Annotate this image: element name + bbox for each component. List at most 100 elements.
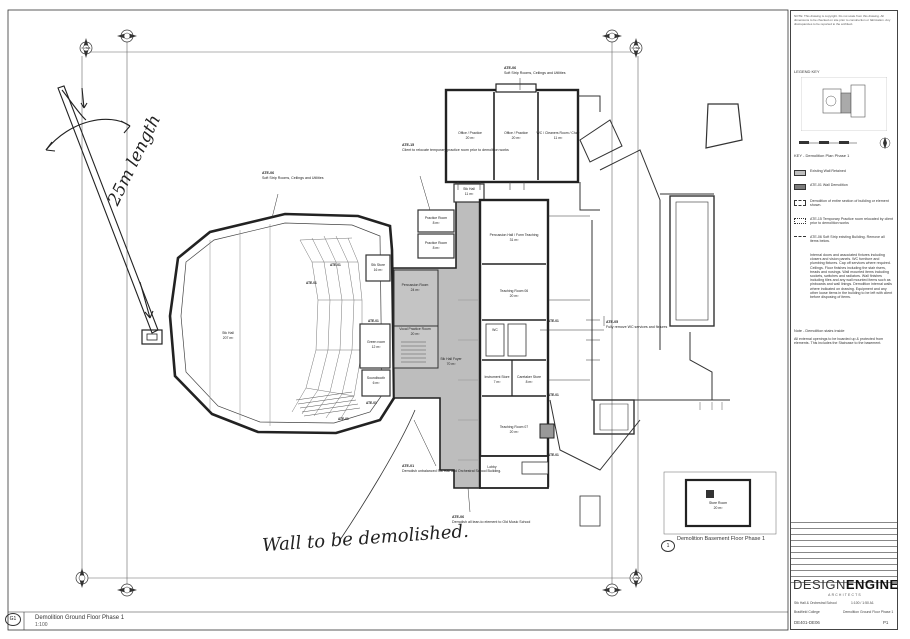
- room-area: 11 m²: [554, 136, 563, 140]
- key-title: KEY - Demolition Plan Phase 1: [794, 153, 850, 158]
- note-label: Note - Demolition stairs inside: [794, 329, 845, 333]
- main-drawing-scale: 1:100: [35, 622, 48, 628]
- basement-inset: [663, 471, 777, 535]
- legend-item: Existing Wall Retained: [794, 169, 894, 183]
- scale-bar-and-north: [799, 137, 891, 149]
- room-label: Practice Room: [425, 241, 447, 245]
- leader-lines: [271, 78, 605, 541]
- legend-item: Demolition of entire section of building…: [794, 199, 894, 213]
- room-label: Lobby: [487, 465, 497, 469]
- grid-bubble-right-top: [629, 38, 643, 58]
- sheet-border: [7, 9, 789, 631]
- callout-code: ATE-15: [402, 143, 414, 147]
- room-label: Teaching Room 07: [500, 425, 528, 429]
- room-area: 12 m²: [372, 345, 382, 349]
- room-area: 20 m²: [714, 506, 724, 510]
- callout-text: Demolish all lean-to element to Old Musi…: [452, 520, 531, 524]
- corridor-hatch: [458, 299, 478, 461]
- hand-sketch-measure: [45, 85, 163, 345]
- east-block-lobby: [479, 423, 555, 489]
- legend-item: ATE-06 Soft Strip existing Building. Rem…: [794, 235, 894, 249]
- title-block-notes: NOTE: This drawing is copyright. Do not …: [794, 14, 891, 26]
- room-area: 7 m²: [494, 380, 502, 384]
- callout-text: Fully remove WC services and fixtures: [606, 325, 668, 329]
- main-drawing-title: Demolition Ground Floor Phase 1: [35, 615, 125, 621]
- room-area: 24 m²: [411, 288, 421, 292]
- room-label: Caretaker Store: [517, 375, 541, 379]
- callout-code: ATE-05: [606, 320, 618, 324]
- room-label: Instrument Store: [484, 375, 509, 379]
- room-label: Teaching Room 06: [500, 289, 528, 293]
- scale-label: 1:100 / 1:50 A1: [851, 601, 874, 605]
- room-area: 207 m²: [223, 336, 234, 340]
- room-area: 8 m²: [433, 246, 441, 250]
- main-drawing-number: G1: [5, 613, 21, 626]
- grid-bubble-labels: N 25E6 N 25E4 N 25E5: [82, 46, 641, 580]
- project-label: Stk Hall & Orchestral School: [794, 601, 837, 605]
- room-area: 8 m²: [433, 221, 441, 225]
- brand-logo: DESIGNENGINE: [793, 577, 899, 592]
- ate01-marks: ATE-01 ATE-01 ATE-01 ATE-01 ATE-01 ATE-0…: [306, 263, 559, 457]
- svg-text:ATE-01: ATE-01: [306, 281, 317, 285]
- north-office-block: [444, 83, 580, 184]
- legend-key-label: LEGEND KEY: [794, 69, 820, 74]
- revision-grid: [791, 517, 897, 583]
- svg-text:ATE-01: ATE-01: [330, 263, 341, 267]
- room-label: Percussion Hall / Form Teaching: [490, 233, 539, 237]
- callout-code: ATE-06: [504, 66, 516, 70]
- room-label: Soundbooth: [367, 376, 385, 380]
- room-area: 20 m²: [466, 136, 476, 140]
- svg-text:ATE-01: ATE-01: [366, 401, 377, 405]
- stk-hall-block: [168, 212, 396, 435]
- room-label: Stk Store: [371, 263, 385, 267]
- svg-text:ATE-01: ATE-01: [338, 417, 349, 421]
- bubble-label: N 25E6: [82, 46, 91, 50]
- room-area: 16 m²: [374, 268, 384, 272]
- grid-lines: [81, 40, 639, 590]
- room-area: 6 m²: [373, 381, 381, 385]
- legend-item: ATE-01 Wall Demolition: [794, 183, 894, 197]
- sound-booth: [361, 369, 391, 397]
- room-label: Store Room: [709, 501, 727, 505]
- callout-text: Soft Strip Rooms, Ceilings and Utilities: [504, 71, 566, 75]
- title-block: NOTE: This drawing is copyright. Do not …: [790, 10, 898, 630]
- stk-hall-stage-lines: [209, 224, 271, 426]
- outer-windows: [699, 402, 723, 410]
- callouts: ATE-06 Soft Strip Rooms, Ceilings and Ut…: [262, 66, 668, 524]
- callout-text: Client to relocate temporary practice ro…: [402, 148, 509, 152]
- east-teaching-block: [478, 198, 550, 488]
- revision-label: P1: [883, 620, 889, 625]
- room-area: 20 m²: [411, 332, 421, 336]
- grid-bubble-top-left: [79, 38, 93, 58]
- room-label: Green room: [367, 340, 385, 344]
- callout-code: ATE-06: [452, 515, 464, 519]
- svg-text:ATE-01: ATE-01: [548, 393, 559, 397]
- client-label: Bradfield College: [794, 610, 820, 614]
- callout-text: Demolish unbalanced Stk Hall and Orchest…: [402, 469, 501, 473]
- room-area: 70 m²: [447, 362, 457, 366]
- foyer-demolition-zone: [392, 183, 485, 489]
- room-label: WC / Cleaners Room / Chair: [537, 131, 581, 135]
- room-label: Stk Hall: [463, 187, 475, 191]
- grid-bubble-top-mid: [117, 29, 137, 43]
- room-label: Vocal Practice Room: [399, 327, 431, 331]
- foyer-stair: [401, 341, 426, 363]
- room-label: Office / Practice: [504, 131, 528, 135]
- green-room: [359, 323, 391, 369]
- room-label: Percussion Room: [402, 283, 429, 287]
- room-area: 20 m²: [512, 136, 522, 140]
- north-bay-windows: [457, 182, 525, 190]
- svg-text:ATE-01: ATE-01: [548, 319, 559, 323]
- room-label: Stk Hall Foyer: [440, 357, 462, 361]
- brand-subtitle: ARCHITECTS: [828, 593, 862, 597]
- grid-bubble-bottom-right: [602, 583, 622, 597]
- note-text: All external openings to be boarded up &…: [794, 337, 884, 346]
- bubble-label: N 25E5: [632, 576, 641, 580]
- drawing-number: DE401-DE06: [794, 620, 820, 625]
- grid-bubble-bottom-far-right: [629, 568, 643, 588]
- room-area: 31 m²: [510, 238, 520, 242]
- basement-drawing-number: 1: [661, 540, 675, 552]
- drawing-label: Demolition Ground Floor Phase 1: [843, 610, 894, 614]
- room-label: Office / Practice: [458, 131, 482, 135]
